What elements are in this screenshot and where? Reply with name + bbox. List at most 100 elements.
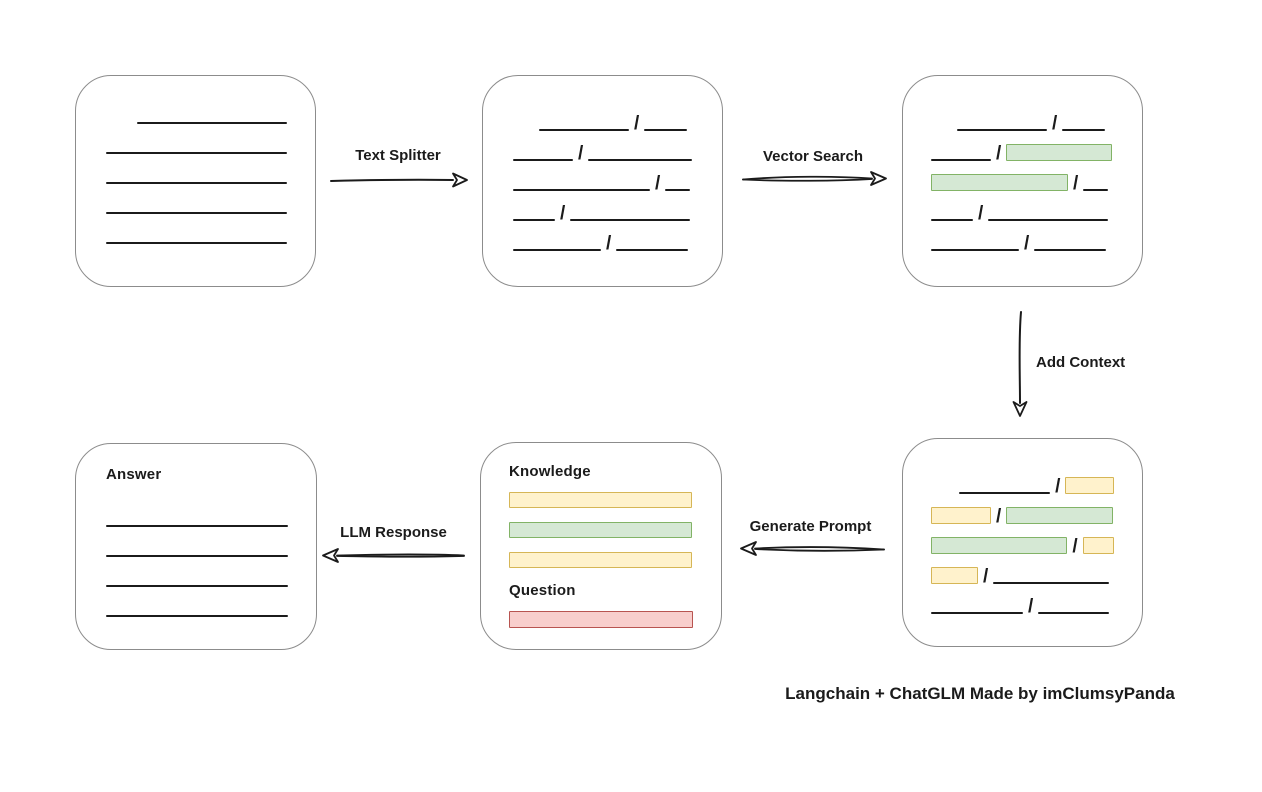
- vector-search-arrow: [742, 171, 887, 186]
- chunk-separator: /: [578, 143, 584, 164]
- text-row: [106, 587, 288, 617]
- text-row: /: [931, 494, 1114, 527]
- generate-prompt-label: Generate Prompt: [749, 518, 872, 535]
- text-line: [106, 525, 288, 527]
- chunk-separator: /: [1055, 476, 1061, 497]
- text-line: [931, 249, 1019, 251]
- text-line: [1062, 129, 1106, 131]
- diagram-caption: Langchain + ChatGLM Made by imClumsyPand…: [785, 684, 1175, 703]
- text-line: [1038, 612, 1110, 614]
- text-line: [513, 159, 573, 161]
- llm-response-label: LLM Response: [340, 524, 447, 541]
- text-row: [106, 214, 287, 244]
- text-line: [958, 492, 1051, 494]
- answer-label: Answer: [106, 466, 162, 483]
- text-line: [931, 159, 991, 161]
- split-chunks-node: /////: [482, 75, 723, 287]
- chunk-separator: /: [1072, 536, 1078, 557]
- context-chunks-node: /////: [902, 438, 1143, 647]
- text-line: [513, 249, 601, 251]
- chunk-separator: /: [1052, 113, 1058, 134]
- text-row: [106, 497, 288, 527]
- chunk-separator: /: [634, 113, 640, 134]
- text-line: [931, 219, 973, 221]
- knowledge-label: Knowledge: [509, 463, 591, 480]
- text-row: /: [931, 161, 1114, 194]
- text-row: /: [931, 584, 1114, 617]
- text-line: [106, 242, 287, 244]
- matched-chunk-lines: /////: [931, 101, 1114, 254]
- llm-response-arrow: [322, 548, 465, 563]
- chunk-lines: /////: [513, 101, 694, 253]
- green-highlight-chip: [931, 537, 1068, 554]
- text-line: [106, 182, 287, 184]
- yellow-highlight-chip: [931, 507, 991, 524]
- chunk-separator: /: [996, 506, 1002, 527]
- text-line: [588, 159, 693, 161]
- chunk-separator: /: [996, 143, 1002, 164]
- text-line: [570, 219, 691, 221]
- vector-search-label: Vector Search: [762, 148, 864, 165]
- yellow-highlight-chip: [931, 567, 978, 584]
- text-line: [106, 615, 288, 617]
- text-line: [1034, 249, 1107, 251]
- text-row: [106, 557, 288, 587]
- chunk-separator: /: [1028, 596, 1034, 617]
- text-row: /: [931, 524, 1114, 557]
- red-bar: [509, 611, 693, 628]
- text-row: /: [931, 101, 1114, 134]
- text-row: /: [931, 131, 1114, 164]
- indent-space: [931, 129, 957, 131]
- text-splitter-label: Text Splitter: [355, 147, 441, 164]
- text-row: /: [931, 221, 1114, 254]
- yellow-highlight-chip: [1082, 537, 1114, 554]
- question-label: Question: [509, 582, 576, 599]
- knowledge-bars: [509, 492, 693, 568]
- document-lines: [106, 94, 287, 244]
- add-context-arrow: [1012, 311, 1028, 417]
- indent-space: [106, 122, 137, 124]
- source-document-node: [75, 75, 316, 287]
- text-line: [988, 219, 1109, 221]
- text-row: /: [513, 101, 694, 134]
- text-row: /: [931, 464, 1114, 497]
- text-line: [106, 212, 287, 214]
- indent-space: [513, 129, 539, 131]
- yellow-bar: [509, 492, 692, 508]
- text-line: [644, 129, 688, 131]
- text-row: /: [513, 161, 694, 193]
- question-bars: [509, 611, 693, 628]
- text-row: /: [931, 191, 1114, 223]
- text-line: [1083, 189, 1109, 191]
- text-row: /: [931, 554, 1114, 586]
- green-highlight-chip: [1006, 144, 1113, 161]
- text-line: [513, 189, 650, 191]
- text-row: [106, 527, 288, 557]
- generate-prompt-arrow: [740, 541, 885, 556]
- text-row: /: [513, 221, 694, 253]
- text-line: [106, 152, 287, 154]
- text-line: [539, 129, 629, 131]
- text-row: /: [513, 191, 694, 224]
- add-context-label: Add Context: [1036, 354, 1126, 371]
- green-highlight-chip: [1006, 507, 1114, 524]
- text-line: [665, 189, 691, 191]
- green-bar: [509, 522, 692, 538]
- prompt-node: Knowledge Question: [480, 442, 722, 650]
- chunk-separator: /: [1073, 173, 1079, 194]
- text-row: [106, 154, 287, 184]
- answer-node: Answer: [75, 443, 317, 650]
- chunk-separator: /: [560, 203, 566, 224]
- text-line: [106, 585, 288, 587]
- text-line: [931, 612, 1023, 614]
- answer-lines: [106, 497, 288, 617]
- text-row: [106, 184, 287, 214]
- chunk-separator: /: [1024, 233, 1030, 254]
- text-line: [616, 249, 689, 251]
- vector-search-results-node: /////: [902, 75, 1143, 287]
- indent-space: [931, 492, 959, 494]
- text-line: [993, 582, 1110, 584]
- text-row: [106, 94, 287, 124]
- text-line: [136, 122, 287, 124]
